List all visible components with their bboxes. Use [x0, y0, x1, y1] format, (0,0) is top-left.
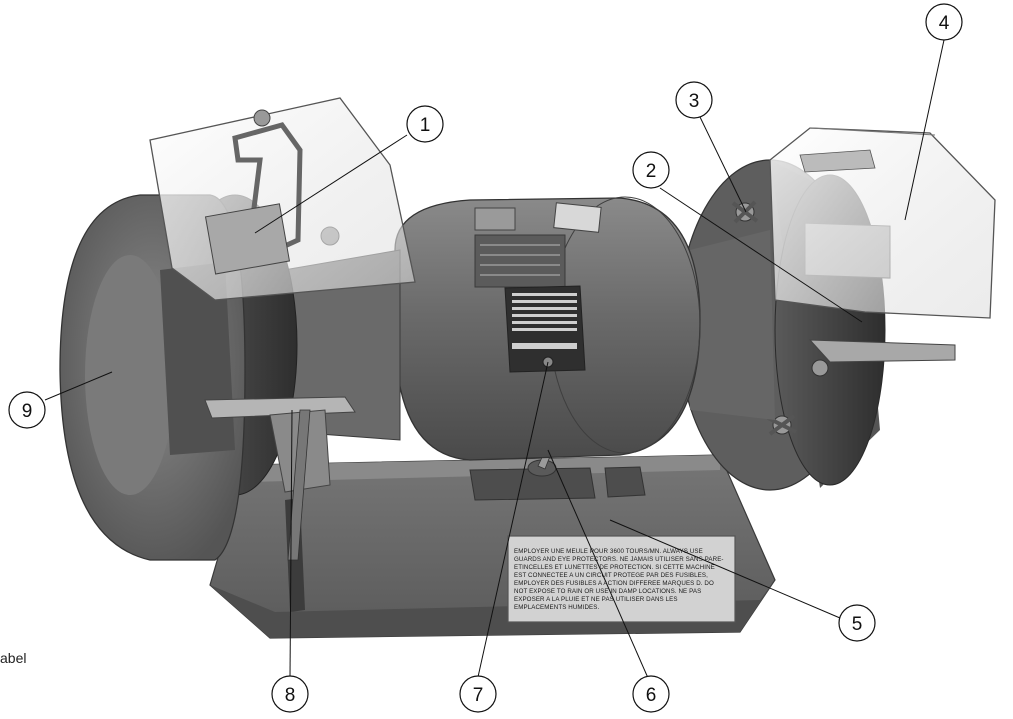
spec-decal	[474, 234, 566, 288]
leader-1	[254, 134, 408, 234]
leader-8	[289, 409, 293, 678]
callout-5-label: 5	[852, 614, 863, 635]
callout-4: 4	[925, 3, 963, 41]
callout-9-label: 9	[22, 401, 33, 422]
callout-3: 3	[675, 81, 713, 119]
callout-5: 5	[838, 604, 876, 642]
warning-plate-line-2: GUARDS AND EYE PROTECTORS. NE JAMAIS UTI…	[514, 556, 724, 563]
callout-1-label: 1	[420, 115, 431, 136]
callout-8-label: 8	[285, 685, 296, 706]
motor-housing	[394, 196, 701, 461]
leader-4	[904, 39, 945, 221]
callout-9: 9	[8, 391, 46, 429]
leader-6	[547, 449, 649, 679]
callout-7-label: 7	[473, 685, 484, 706]
warning-plate-line-8: EMPLACEMENTS HUMIDES.	[514, 604, 599, 611]
warning-plate-line-5: EMPLOYER DES FUSIBLES A ACTION DIFFEREE …	[514, 580, 714, 587]
callout-4-label: 4	[939, 13, 950, 34]
leader-9	[44, 371, 113, 401]
callout-leaders	[44, 39, 945, 679]
callout-8: 8	[271, 675, 309, 713]
leader-7	[477, 361, 549, 678]
callout-6-label: 6	[646, 685, 657, 706]
warning-plate-line-7: EXPOSER A LA PLUIE ET NE PAS UTILISER DA…	[514, 596, 678, 603]
right-eye-shield	[769, 127, 996, 319]
callout-6: 6	[632, 675, 670, 713]
motor-nameplate	[504, 285, 586, 373]
leader-2	[659, 187, 863, 323]
warning-plate: EMPLOYER UNE MEULE POUR 3600 TOURS/MN. A…	[507, 535, 736, 623]
callout-2-label: 2	[646, 161, 657, 182]
left-tool-rest	[204, 396, 356, 561]
left-eye-shield	[149, 97, 416, 301]
warning-plate-line-1: EMPLOYER UNE MEULE POUR 3600 TOURS/MN. A…	[514, 548, 703, 555]
callout-7: 7	[459, 675, 497, 713]
side-label-fragment: abel	[0, 650, 27, 666]
leader-5	[609, 519, 841, 619]
warning-plate-line-4: EST CONNECTEE A UN CIRCUIT PROTEGE PAR D…	[514, 572, 708, 579]
leader-3	[699, 116, 747, 213]
warning-plate-line-6: NOT EXPOSE TO RAIN OR USE IN DAMP LOCATI…	[514, 588, 701, 595]
callout-3-label: 3	[689, 91, 700, 112]
callout-1: 1	[406, 105, 444, 143]
warning-plate-line-3: ETINCELLES ET LUNETTES DE PROTECTION. SI…	[514, 564, 715, 571]
callout-2: 2	[632, 151, 670, 189]
